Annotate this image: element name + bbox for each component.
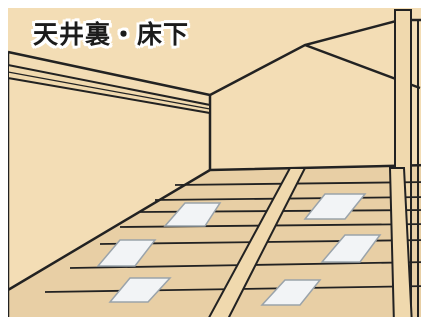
panel-1 [163,202,222,227]
scene-caption: 天井裏・床下 [33,20,190,49]
panel-3 [96,239,157,267]
roof-ridge [209,18,429,97]
panel-6 [260,279,322,306]
right-floor-beam [388,167,414,325]
beam-shadow [7,71,211,110]
panel-5 [108,277,172,303]
panel-2 [303,193,367,220]
floor-panels [96,193,382,306]
center-floor-beam [203,167,307,325]
roof-left-slope [7,50,211,97]
panel-4 [320,234,382,263]
